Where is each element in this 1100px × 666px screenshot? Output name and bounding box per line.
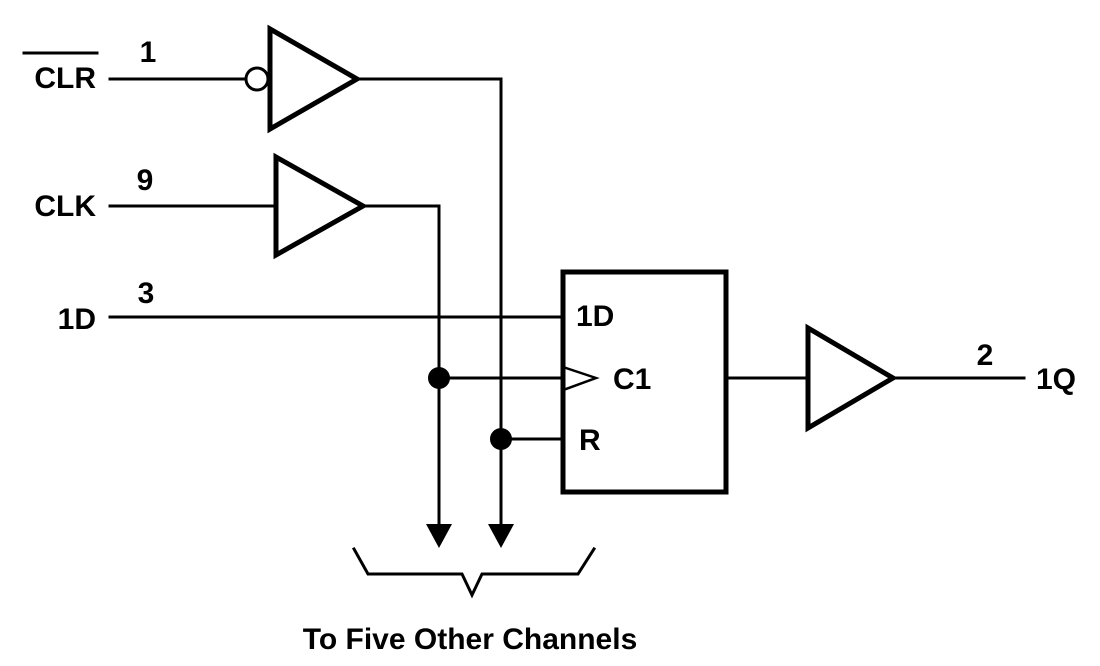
clock-edge-triangle-icon xyxy=(564,366,600,391)
flipflop-clock-label: C1 xyxy=(613,363,651,396)
clr-buffer-triangle-icon xyxy=(267,24,363,134)
reset-junction-dot xyxy=(490,428,512,450)
clr-input: CLR 1 xyxy=(22,24,503,532)
clk-label: CLK xyxy=(34,190,96,223)
d-label: 1D xyxy=(58,303,96,336)
output-buffer-triangle-icon xyxy=(805,323,898,433)
clk-buffer-triangle-icon xyxy=(273,152,369,260)
clk-input: CLK 9 xyxy=(34,152,441,532)
q-output: 2 1Q xyxy=(724,323,1076,433)
clr-down-arrow-icon xyxy=(488,524,514,548)
channels-caption: To Five Other Channels xyxy=(303,623,638,656)
clr-pin-number: 1 xyxy=(140,36,157,69)
clk-pin-number: 9 xyxy=(137,164,154,197)
flipflop-d-label: 1D xyxy=(576,300,614,333)
flipflop-reset-label: R xyxy=(579,424,601,457)
d-flipflop: 1D C1 R xyxy=(560,269,729,495)
inversion-bubble-icon xyxy=(244,66,270,92)
output-pin-number: 2 xyxy=(977,339,994,372)
clock-junction-dot xyxy=(428,367,450,389)
clk-buffered-wire xyxy=(361,204,441,532)
clk-down-arrow-icon xyxy=(426,524,452,548)
clr-label: CLR xyxy=(34,62,96,95)
flipflop-box xyxy=(560,269,729,495)
clr-buffered-wire xyxy=(355,77,503,532)
brace-icon xyxy=(351,546,597,599)
d-input: 1D 3 xyxy=(58,277,565,336)
output-label: 1Q xyxy=(1036,363,1076,396)
d-pin-number: 3 xyxy=(138,277,155,310)
